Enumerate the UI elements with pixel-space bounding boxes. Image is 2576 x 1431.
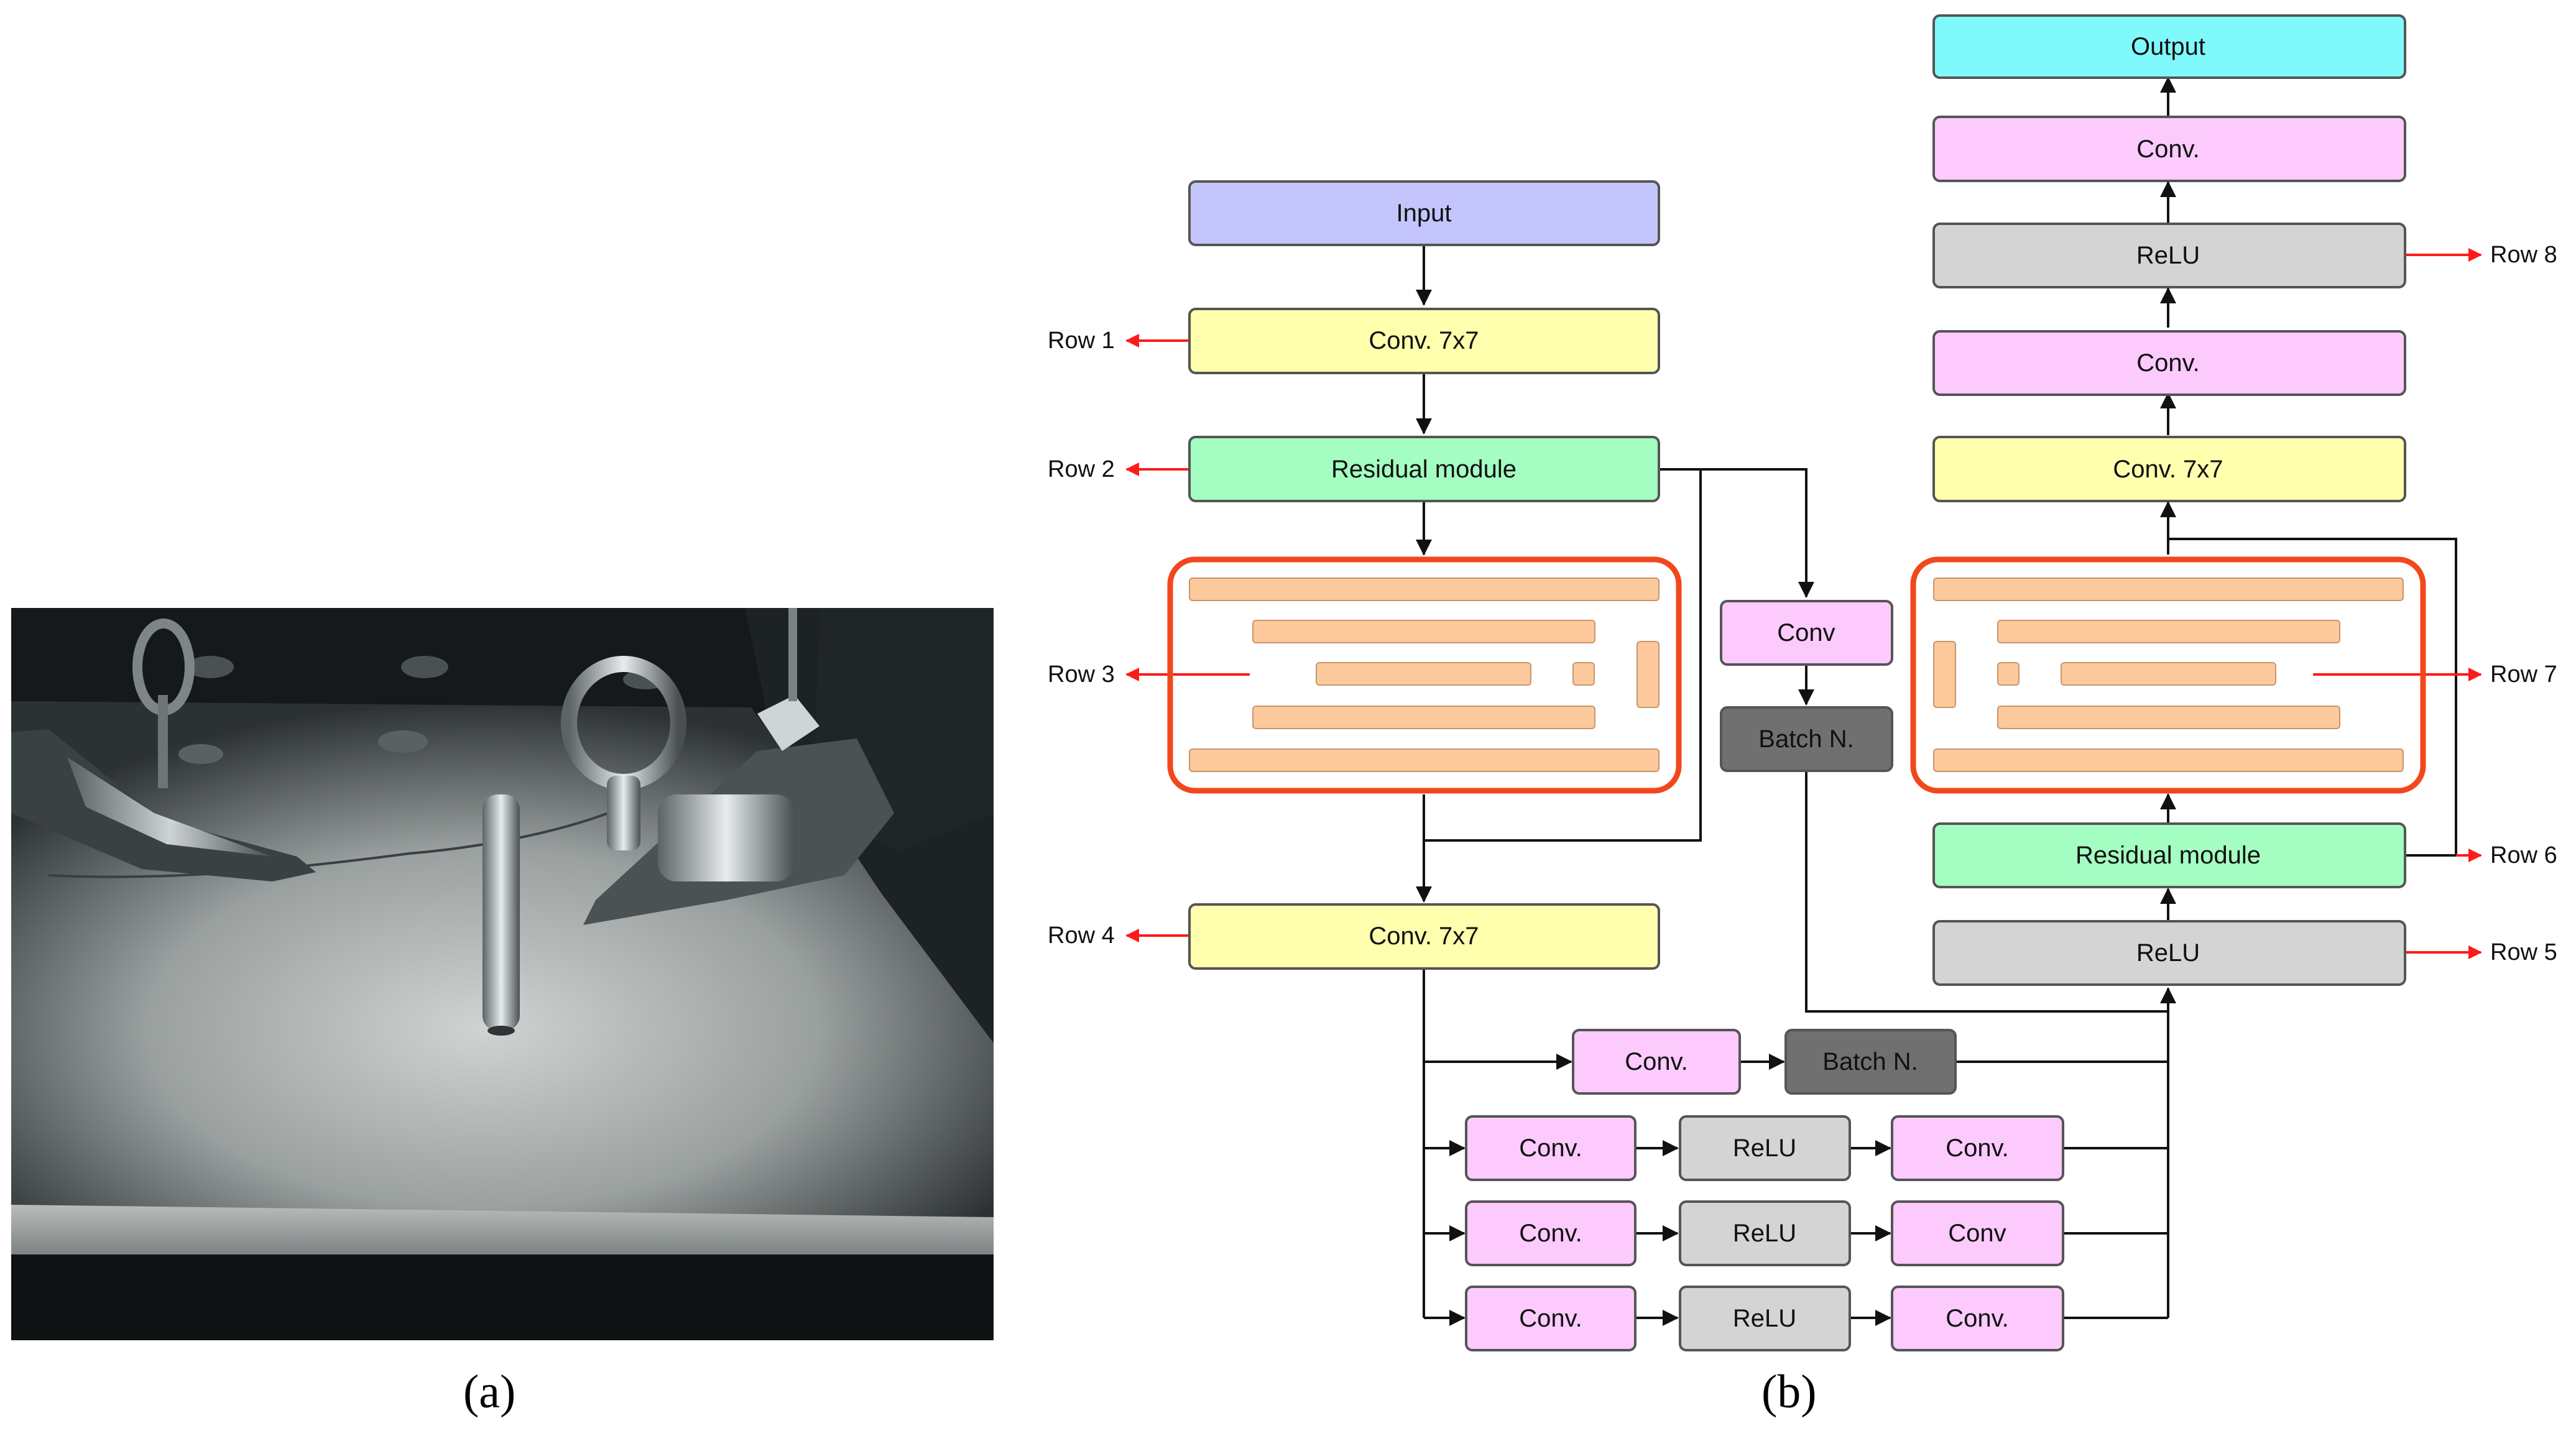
conv7-right-block: Conv. 7x7 [1932,436,2406,502]
arrow-residual-to-skip-conv [1660,468,1814,598]
group-row3-bar [1572,662,1595,686]
svg-text:Conv.: Conv. [2136,136,2200,163]
group-row3-bar [1189,577,1660,601]
svg-text:Conv.: Conv. [2136,349,2200,377]
relu-row8-block: ReLU [1932,223,2406,288]
svg-text:Conv: Conv [1777,619,1835,646]
svg-text:Batch N.: Batch N. [1822,1048,1918,1075]
conv-right-1-block: Conv. [1932,330,2406,396]
blocks: Input Conv. 7x7 Residual module Conv Bat… [1188,14,2406,1351]
caption-a: (a) [463,1366,516,1418]
conv7-row4-block: Conv. 7x7 [1188,903,1660,970]
row7-label: Row 7 [2490,661,2557,688]
group-row3-bar [1189,748,1660,772]
input-block: Input [1188,180,1660,246]
left-grasper-icon [11,619,316,881]
b3-conv-b-block: Conv. [1891,1286,2064,1351]
svg-text:Input: Input [1396,200,1452,227]
svg-text:Conv.: Conv. [1946,1305,2009,1332]
line-residual-to-conv7-row4 [1424,469,1702,842]
svg-text:Conv.: Conv. [1519,1305,1582,1332]
surgical-scene-photo [11,608,994,1340]
group-row7-bar [1997,620,2340,643]
row2-label: Row 2 [1048,456,1115,482]
svg-text:Conv.: Conv. [1625,1048,1688,1075]
svg-text:ReLU: ReLU [2136,242,2200,269]
conv7-row1-block: Conv. 7x7 [1188,308,1660,374]
row1-label: Row 1 [1048,328,1115,354]
b2-conv-a-block: Conv. [1465,1200,1637,1266]
branch-batchnorm-block: Batch N. [1784,1029,1957,1095]
b2-conv-b-block: Conv [1891,1200,2064,1266]
line-residual6-skip [2168,538,2457,857]
svg-text:Conv.: Conv. [1946,1134,2009,1162]
b3-conv-a-block: Conv. [1465,1286,1637,1351]
svg-text:Conv. 7x7: Conv. 7x7 [1369,327,1479,354]
row4-label: Row 4 [1048,923,1115,949]
svg-text:ReLU: ReLU [1733,1305,1796,1332]
eye-peg-icon [561,656,686,850]
svg-text:ReLU: ReLU [2136,939,2200,967]
svg-text:Conv: Conv [1948,1220,2006,1247]
group-row7-bar [1933,748,2404,772]
right-grasper-icon [583,608,994,925]
output-block: Output [1932,14,2406,79]
row8-label: Row 8 [2490,242,2557,268]
group-row7-bar [2061,662,2276,686]
group-row7-bar [1997,662,2020,686]
b2-relu-block: ReLU [1679,1200,1851,1266]
line-skip-bn-to-sum [1805,771,2168,1013]
center-peg-icon [482,794,520,1036]
residual-row6-block: Residual module [1932,822,2406,888]
svg-text:ReLU: ReLU [1733,1134,1796,1162]
branch-conv-block: Conv. [1572,1029,1741,1095]
group-row3-bar [1252,620,1595,643]
skip-batchnorm-block: Batch N. [1720,706,1893,772]
svg-text:Conv. 7x7: Conv. 7x7 [1369,923,1479,950]
group-row7-border [1910,556,2426,794]
group-row7-bar [1997,706,2340,729]
row6-label: Row 6 [2490,842,2557,868]
connectors [1416,76,2457,1326]
group-row7-bar [1933,577,2404,601]
svg-text:Conv. 7x7: Conv. 7x7 [2113,456,2223,483]
svg-text:Residual module: Residual module [1331,456,1517,483]
row-markers: Row 1 Row 2 Row 3 Row 4 Row 5 Row 6 Row … [1048,242,2557,965]
svg-text:Residual module: Residual module [2075,842,2261,869]
group-row3-bar [1252,706,1595,729]
b3-relu-block: ReLU [1679,1286,1851,1351]
group-row7-bar [1933,641,1956,708]
relu-row5-block: ReLU [1932,920,2406,986]
b1-relu-block: ReLU [1679,1115,1851,1181]
skip-conv-block: Conv [1720,600,1893,666]
group-row3-bar [1316,662,1531,686]
conv-right-2-block: Conv. [1932,116,2406,182]
residual-row2-block: Residual module [1188,436,1660,502]
group-row3-border [1167,556,1682,794]
row5-label: Row 5 [2490,939,2557,965]
b1-conv-a-block: Conv. [1465,1115,1637,1181]
svg-text:Conv.: Conv. [1519,1220,1582,1247]
svg-text:Output: Output [2131,33,2205,60]
svg-text:ReLU: ReLU [1733,1220,1796,1247]
b1-conv-b-block: Conv. [1891,1115,2064,1181]
caption-b: (b) [1761,1366,1817,1418]
group-row7 [1910,556,2426,794]
group-row3 [1167,556,1682,794]
row3-label: Row 3 [1048,661,1115,688]
svg-text:Batch N.: Batch N. [1758,725,1854,753]
svg-text:Conv.: Conv. [1519,1134,1582,1162]
group-row3-bar [1637,641,1660,708]
